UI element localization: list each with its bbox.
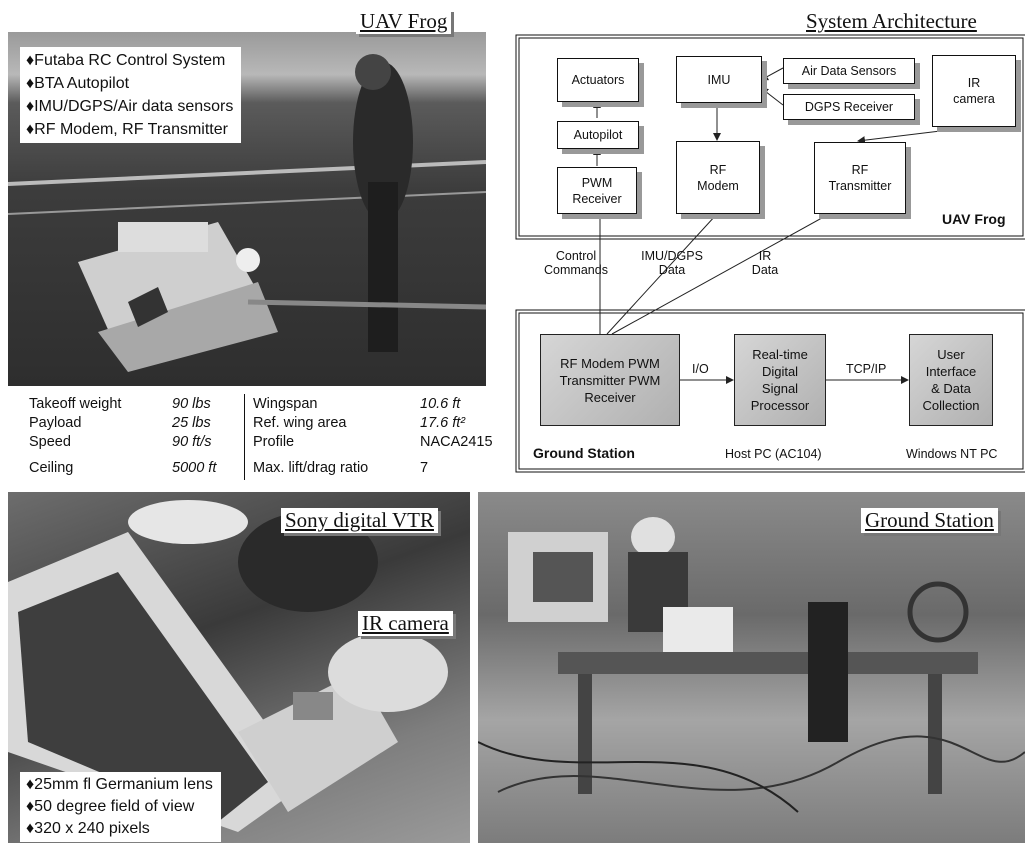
spec-value: 25 lbs <box>172 415 211 431</box>
dsp-box: Real-time Digital Signal Processor <box>734 334 826 426</box>
list-item: ♦320 x 240 pixels <box>26 820 150 837</box>
spec-value: 90 lbs <box>172 396 211 412</box>
pwm-receiver-box: PWM Receiver <box>557 167 637 214</box>
ir-camera-feature-list: ♦25mm fl Germanium lens ♦50 degree field… <box>20 772 221 842</box>
gs-rf-modem-box: RF Modem PWM Transmitter PWM Receiver <box>540 334 680 426</box>
ground-station-title: Ground Station <box>861 508 998 533</box>
actuators-box: Actuators <box>557 58 639 102</box>
imu-dgps-data-label: IMU/DGPS Data <box>641 249 703 277</box>
uav-title: UAV Frog <box>356 9 452 34</box>
spec-label: Speed <box>29 434 71 450</box>
spec-value: 7 <box>420 460 429 476</box>
spec-label: Wingspan <box>253 396 318 412</box>
spec-value: 10.6 ft <box>420 396 461 412</box>
rf-modem-box: RF Modem <box>676 141 760 214</box>
spec-value: NACA2415 <box>420 434 493 450</box>
air-data-sensors-box: Air Data Sensors <box>783 58 915 84</box>
spec-value: 90 ft/s <box>172 434 212 450</box>
ir-camera-title: IR camera <box>358 611 453 636</box>
user-interface-box: User Interface & Data Collection <box>909 334 993 426</box>
ir-camera-box: IR camera <box>932 55 1016 127</box>
spec-label: Ceiling <box>29 460 74 476</box>
spec-label: Max. lift/drag ratio <box>253 460 369 476</box>
tcpip-label: TCP/IP <box>846 362 887 376</box>
vtr-title: Sony digital VTR <box>281 508 438 533</box>
spec-label: Payload <box>29 415 82 431</box>
windows-nt-pc-label: Windows NT PC <box>906 447 998 461</box>
ground-station-photo <box>478 492 1025 843</box>
autopilot-box: Autopilot <box>557 121 639 149</box>
uav-photo <box>8 32 486 386</box>
rf-transmitter-box: RF Transmitter <box>814 142 906 214</box>
spec-label: Profile <box>253 434 295 450</box>
list-item: ♦RF Modem, RF Transmitter <box>26 121 228 138</box>
io-label: I/O <box>692 362 709 376</box>
spec-value: 17.6 ft² <box>420 415 466 431</box>
ground-station-label: Ground Station <box>533 445 635 461</box>
host-pc-label: Host PC (AC104) <box>725 447 822 461</box>
list-item: ♦Futaba RC Control System <box>26 52 226 69</box>
arch-title: System Architecture <box>806 9 977 33</box>
spec-value: 5000 ft <box>172 460 217 476</box>
spec-label: Takeoff weight <box>29 396 122 412</box>
imu-box: IMU <box>676 56 762 103</box>
list-item: ♦50 degree field of view <box>26 798 195 815</box>
dgps-receiver-box: DGPS Receiver <box>783 94 915 120</box>
control-commands-label: Control Commands <box>544 249 608 277</box>
list-item: ♦BTA Autopilot <box>26 75 130 92</box>
list-item: ♦25mm fl Germanium lens <box>26 776 213 793</box>
ir-data-label: IR Data <box>751 249 779 277</box>
spec-divider <box>244 394 245 480</box>
uav-frog-label: UAV Frog <box>942 211 1006 227</box>
list-item: ♦IMU/DGPS/Air data sensors <box>26 98 234 115</box>
spec-label: Ref. wing area <box>253 415 347 431</box>
uav-feature-list: ♦Futaba RC Control System ♦BTA Autopilot… <box>20 47 242 143</box>
